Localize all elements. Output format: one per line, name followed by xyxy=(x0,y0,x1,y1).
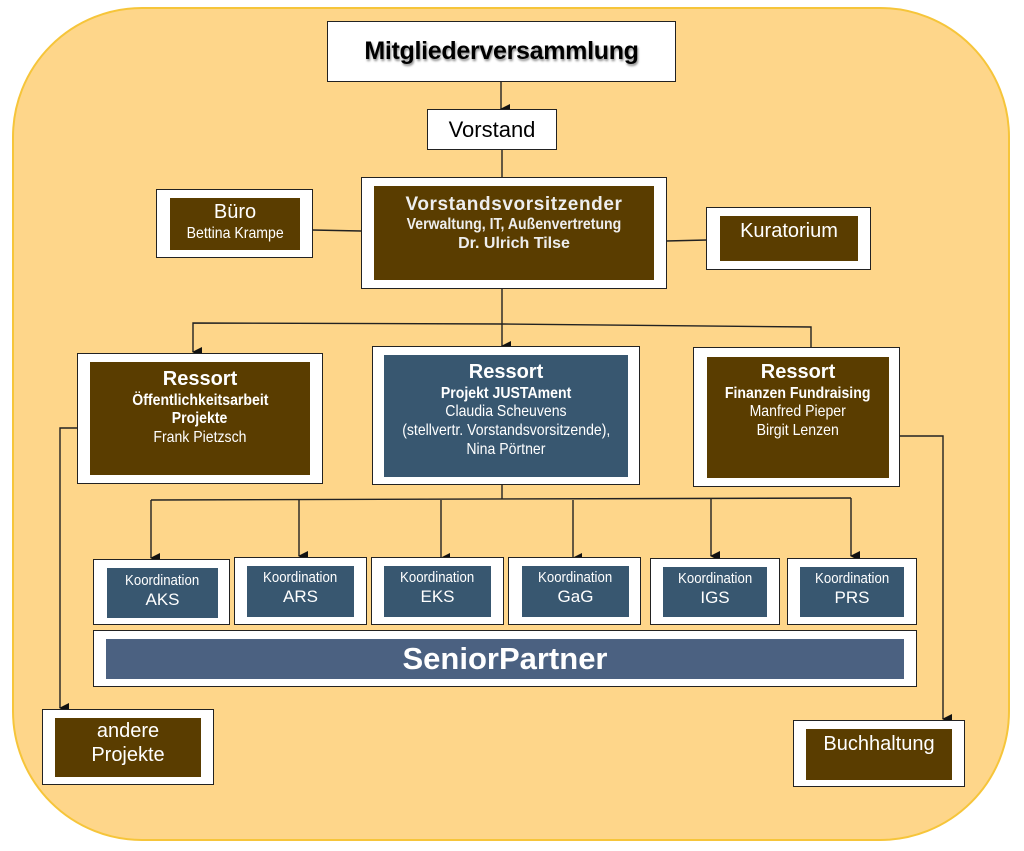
koordination-eks-code: EKS xyxy=(420,586,455,606)
ressort-finanzen-title: Ressort xyxy=(760,361,836,383)
koordination-igs-panel: Koordination IGS xyxy=(663,567,767,617)
kuratorium-title: Kuratorium xyxy=(740,220,838,242)
node-ressort-justament-panel: Ressort Projekt JUSTAment Claudia Scheuv… xyxy=(384,355,628,477)
ressort-oe-person: Frank Pietzsch xyxy=(153,429,247,447)
ressort-oe-title: Ressort xyxy=(162,368,238,390)
seniorpartner-label: SeniorPartner xyxy=(402,640,608,676)
node-buero-panel: Büro Bettina Krampe xyxy=(170,198,300,250)
node-vorstandsvorsitzender: Vorstandsvorsitzender Verwaltung, IT, Au… xyxy=(361,177,667,289)
node-ressort-justament: Ressort Projekt JUSTAment Claudia Scheuv… xyxy=(372,346,640,485)
koordination-aks-panel: Koordination AKS xyxy=(107,568,218,618)
node-vorstandsvorsitzender-panel: Vorstandsvorsitzender Verwaltung, IT, Au… xyxy=(374,186,654,280)
node-ressort-oeffentlichkeitsarbeit: Ressort Öffentlichkeitsarbeit Projekte F… xyxy=(77,353,323,484)
node-koordination-igs: Koordination IGS xyxy=(650,558,780,625)
link-to-ressort-right xyxy=(501,323,820,360)
vorsitzender-person: Dr. Ulrich Tilse xyxy=(458,235,570,253)
node-andere-projekte-panel: andere Projekte xyxy=(55,718,201,777)
node-buchhaltung: Buchhaltung xyxy=(793,720,965,787)
ressort-finanzen-line1: Finanzen Fundraising xyxy=(725,384,871,402)
node-ressort-finanzen: Ressort Finanzen Fundraising Manfred Pie… xyxy=(693,347,900,487)
node-andere-projekte: andere Projekte xyxy=(42,709,214,785)
node-koordination-eks: Koordination EKS xyxy=(371,557,504,625)
ressort-justament-person1: Claudia Scheuvens xyxy=(445,403,567,421)
buero-person: Bettina Krampe xyxy=(186,224,284,242)
buchhaltung-label: Buchhaltung xyxy=(823,733,935,755)
ressort-finanzen-person1: Manfred Pieper xyxy=(749,403,847,421)
koordination-igs-code: IGS xyxy=(700,587,730,607)
koordination-aks-label: Koordination xyxy=(125,572,200,589)
ressort-justament-title: Ressort xyxy=(468,361,544,383)
ressort-justament-role: (stellvertr. Vorstandsvorsitzende), xyxy=(401,422,611,440)
node-koordination-prs: Koordination PRS xyxy=(787,558,917,625)
node-mitgliederversammlung: Mitgliederversammlung xyxy=(327,21,676,82)
node-ressort-oeffentlichkeitsarbeit-panel: Ressort Öffentlichkeitsarbeit Projekte F… xyxy=(90,362,310,475)
koordination-gag-label: Koordination xyxy=(538,569,613,586)
node-koordination-aks: Koordination AKS xyxy=(93,559,230,625)
link-to-buchhaltung xyxy=(899,435,952,724)
koordination-gag-panel: Koordination GaG xyxy=(522,566,629,617)
node-ressort-finanzen-panel: Ressort Finanzen Fundraising Manfred Pie… xyxy=(707,357,889,478)
node-vorstand: Vorstand xyxy=(427,109,557,150)
koordination-eks-panel: Koordination EKS xyxy=(384,566,491,617)
koordination-ars-code: ARS xyxy=(283,586,318,606)
koordination-ars-label: Koordination xyxy=(263,569,338,586)
vorsitzender-title: Vorstandsvorsitzender xyxy=(405,194,623,215)
node-koordination-ars: Koordination ARS xyxy=(234,557,367,625)
vorsitzender-subtitle: Verwaltung, IT, Außenvertretung xyxy=(406,216,622,234)
koordination-gag-code: GaG xyxy=(557,586,594,606)
node-mitgliederversammlung-label: Mitgliederversammlung xyxy=(364,37,639,65)
andere-projekte-line1: andere xyxy=(96,720,160,742)
node-vorstand-label: Vorstand xyxy=(448,116,536,142)
andere-projekte-line2: Projekte xyxy=(91,743,165,766)
node-buchhaltung-panel: Buchhaltung xyxy=(806,729,952,780)
koordination-prs-panel: Koordination PRS xyxy=(800,567,904,617)
buero-title: Büro xyxy=(213,201,257,223)
koordination-ars-panel: Koordination ARS xyxy=(247,566,354,617)
ressort-oe-line1: Öffentlichkeitsarbeit xyxy=(131,391,269,409)
link-to-andere-projekte xyxy=(59,427,77,713)
node-buero: Büro Bettina Krampe xyxy=(156,189,313,258)
link-koord-bus xyxy=(150,497,852,501)
link-vorsitzender-kuratorium xyxy=(665,239,708,242)
koordination-igs-label: Koordination xyxy=(677,570,753,587)
ressort-finanzen-person2: Birgit Lenzen xyxy=(756,422,840,440)
node-kuratorium-panel: Kuratorium xyxy=(720,216,858,261)
ressort-justament-person2: Nina Pörtner xyxy=(466,441,546,459)
node-seniorpartner: SeniorPartner xyxy=(93,630,917,687)
ressort-justament-line1: Projekt JUSTAment xyxy=(440,384,572,402)
koordination-eks-label: Koordination xyxy=(400,569,475,586)
node-seniorpartner-panel: SeniorPartner xyxy=(106,639,904,679)
ressort-oe-line2: Projekte xyxy=(172,410,228,428)
node-koordination-gag: Koordination GaG xyxy=(508,557,641,625)
node-kuratorium: Kuratorium xyxy=(706,207,871,270)
koordination-prs-label: Koordination xyxy=(814,570,890,587)
link-to-ressort-left xyxy=(192,322,503,357)
link-buero-vorsitzender xyxy=(311,229,362,232)
koordination-aks-code: AKS xyxy=(145,589,180,609)
koordination-prs-code: PRS xyxy=(834,587,870,607)
